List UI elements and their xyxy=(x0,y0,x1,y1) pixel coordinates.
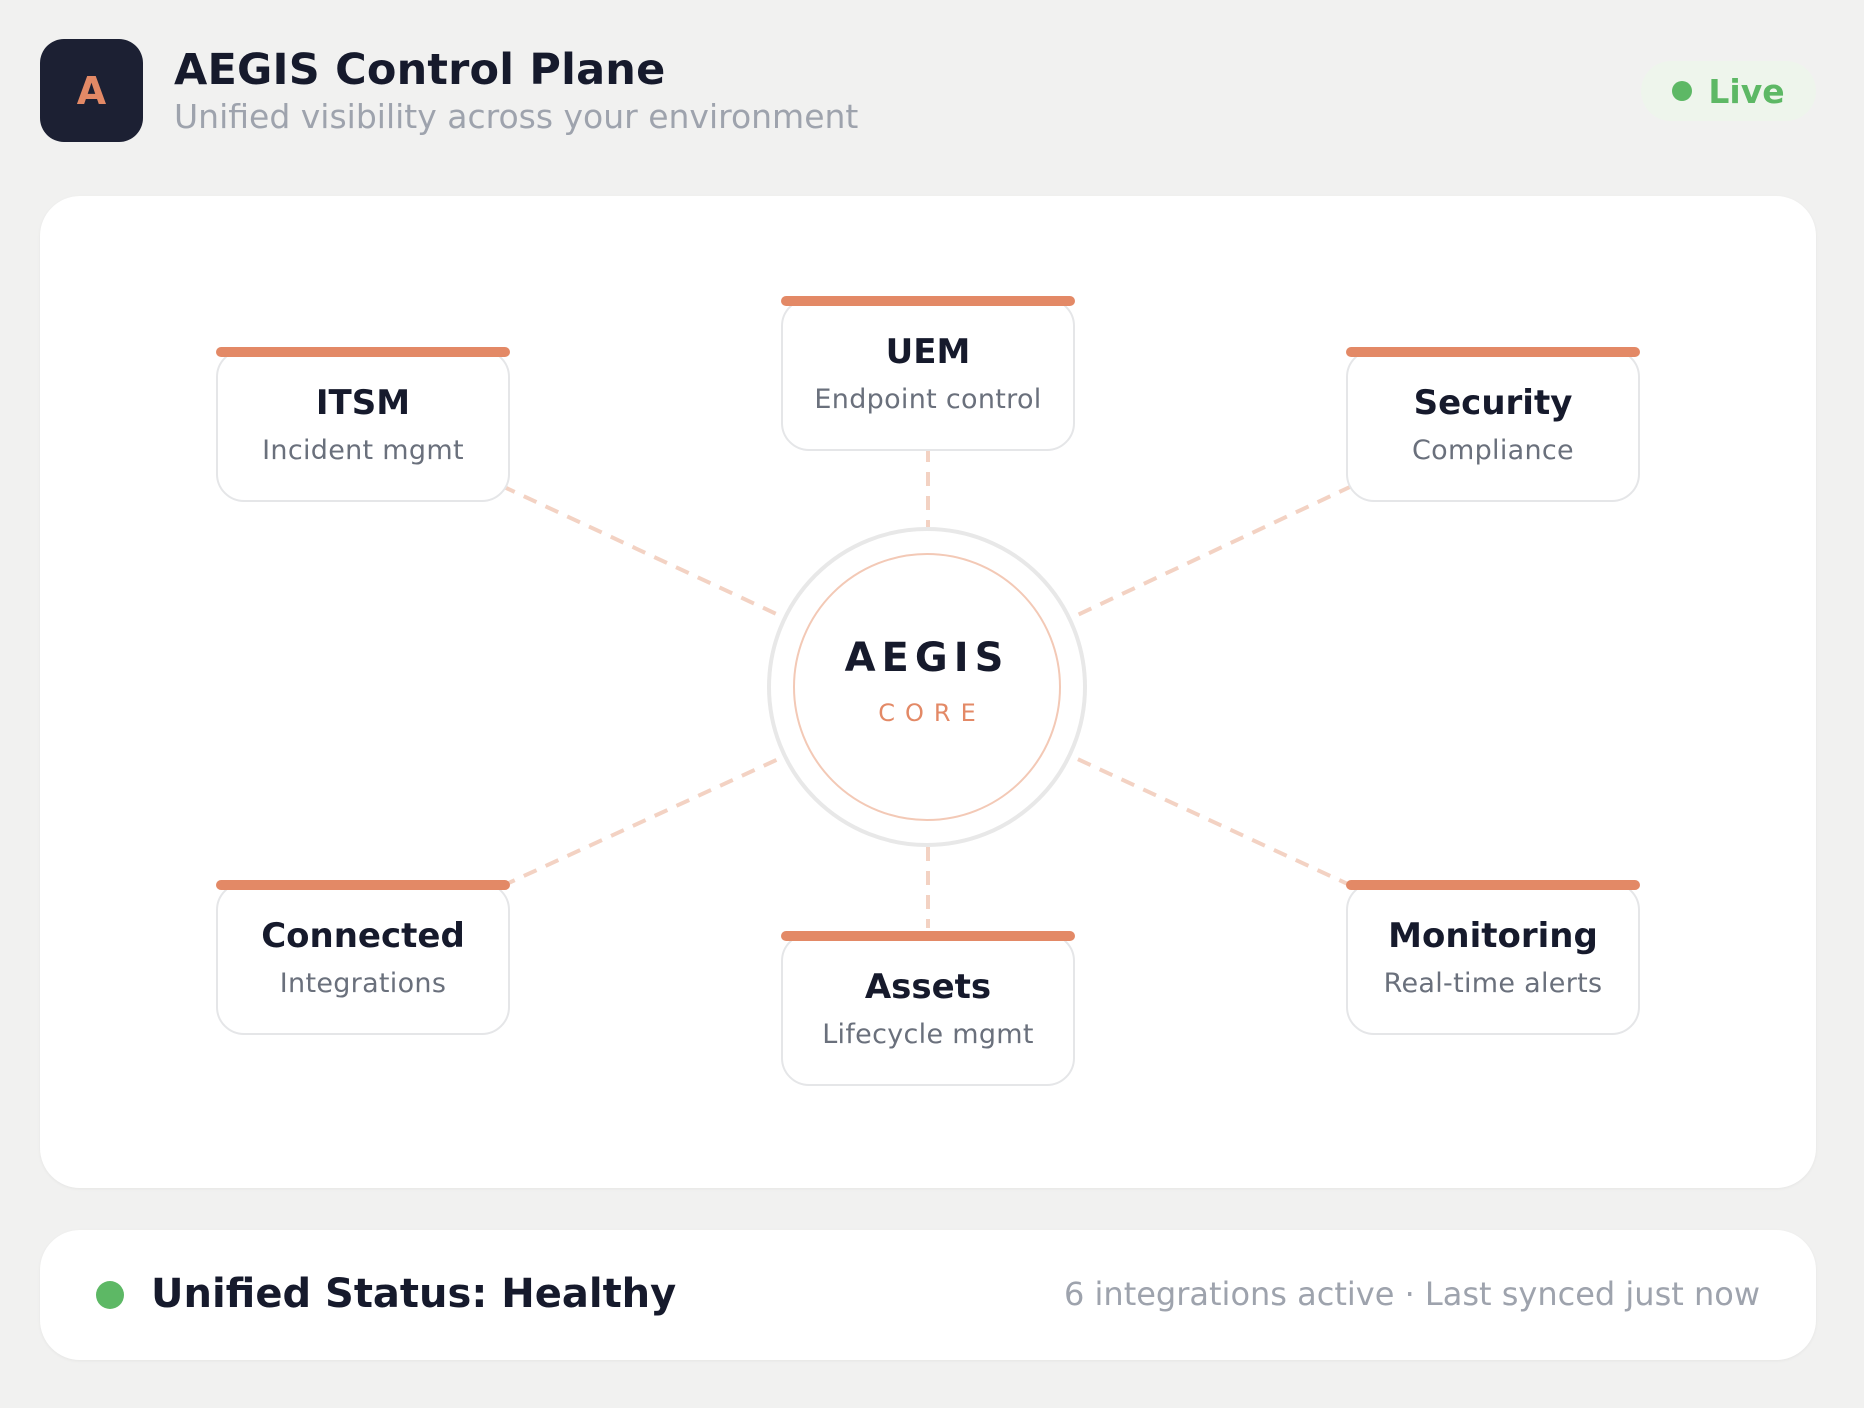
core-hub-inner-ring: AEGIS CORE xyxy=(793,553,1061,821)
node-subtitle: Incident mgmt xyxy=(262,435,464,466)
node-accent-bar xyxy=(781,931,1075,941)
connector-lines xyxy=(501,448,1353,928)
node-uem[interactable]: UEM Endpoint control xyxy=(781,296,1075,451)
live-status-badge[interactable]: Live xyxy=(1641,61,1816,121)
node-subtitle: Compliance xyxy=(1412,435,1574,466)
core-title: AEGIS xyxy=(844,635,1010,681)
node-accent-bar xyxy=(781,296,1075,306)
topology-card: ITSM Incident mgmt UEM Endpoint control … xyxy=(40,196,1816,1188)
node-security[interactable]: Security Compliance xyxy=(1346,347,1640,502)
status-bar: Unified Status: Healthy 6 integrations a… xyxy=(40,1230,1816,1360)
page-title: AEGIS Control Plane xyxy=(174,45,666,95)
node-accent-bar xyxy=(1346,880,1640,890)
node-title: Connected xyxy=(261,916,465,956)
node-assets[interactable]: Assets Lifecycle mgmt xyxy=(781,931,1075,1086)
node-title: Security xyxy=(1413,383,1573,423)
logo-letter: A xyxy=(76,68,107,113)
connector-connected xyxy=(501,754,786,888)
node-accent-bar xyxy=(216,880,510,890)
node-subtitle: Lifecycle mgmt xyxy=(822,1019,1034,1050)
node-accent-bar xyxy=(216,347,510,357)
app-logo[interactable]: A xyxy=(40,39,143,142)
node-title: Monitoring xyxy=(1388,916,1598,956)
connector-itsm xyxy=(501,484,786,620)
node-subtitle: Real-time alerts xyxy=(1383,968,1603,999)
node-title: Assets xyxy=(864,967,992,1007)
app-header: A AEGIS Control Plane Unified visibility… xyxy=(40,39,1816,142)
healthy-status-dot-icon xyxy=(96,1281,124,1309)
live-status-dot-icon xyxy=(1672,81,1693,101)
status-meta: 6 integrations active · Last synced just… xyxy=(1063,1275,1760,1313)
status-label: Unified Status: Healthy xyxy=(151,1271,677,1317)
node-accent-bar xyxy=(1346,347,1640,357)
connector-security xyxy=(1070,484,1353,620)
node-subtitle: Integrations xyxy=(279,968,447,999)
page-subtitle: Unified visibility across your environme… xyxy=(174,97,859,136)
node-title: ITSM xyxy=(315,383,411,423)
core-subtitle: CORE xyxy=(878,699,986,727)
node-connected[interactable]: Connected Integrations xyxy=(216,880,510,1035)
connector-monitoring xyxy=(1070,754,1353,888)
node-monitoring[interactable]: Monitoring Real-time alerts xyxy=(1346,880,1640,1035)
live-status-label: Live xyxy=(1708,71,1785,111)
node-title: UEM xyxy=(885,332,971,372)
node-itsm[interactable]: ITSM Incident mgmt xyxy=(216,347,510,502)
core-hub[interactable]: AEGIS CORE xyxy=(767,527,1087,847)
header-titles: AEGIS Control Plane Unified visibility a… xyxy=(174,45,858,136)
node-subtitle: Endpoint control xyxy=(814,384,1042,415)
